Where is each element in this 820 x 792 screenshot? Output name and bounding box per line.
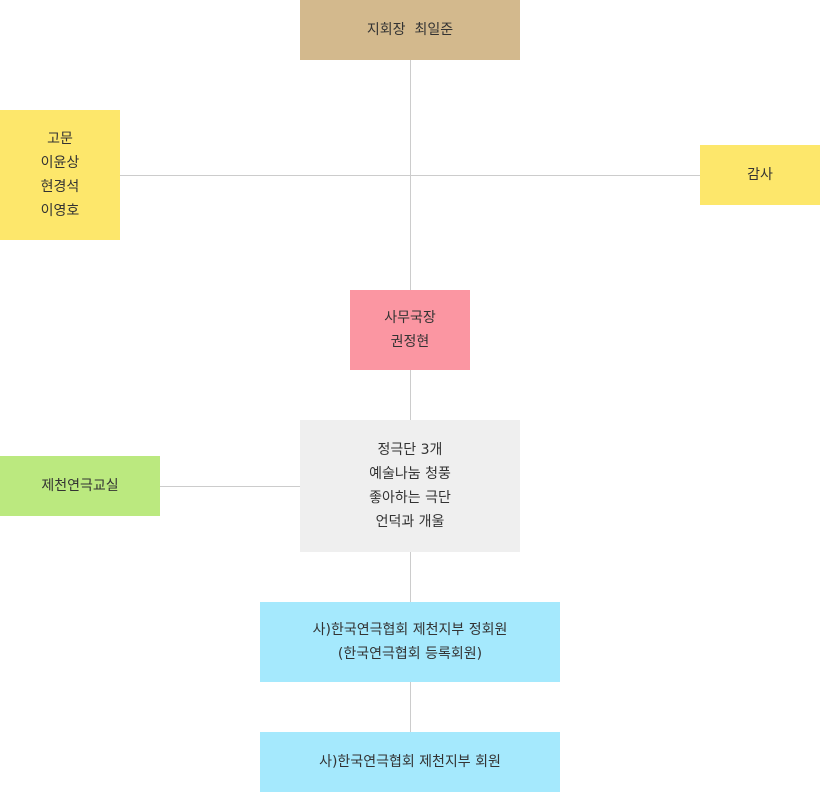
connector-class-troupes	[160, 486, 300, 487]
auditor-box: 감사	[700, 145, 820, 205]
theater-class-box: 제천연극교실	[0, 456, 160, 516]
secretary-name: 권정현	[390, 334, 430, 350]
connector-advisor-auditor	[120, 175, 700, 176]
regular-members-label: 사)한국연극협회 제천지부 정회원	[312, 622, 508, 638]
advisor-member-1: 이윤상	[40, 155, 80, 171]
troupes-count: 정극단 3개	[377, 442, 443, 458]
troupes-box: 정극단 3개 예술나눔 청풍 좋아하는 극단 언덕과 개울	[300, 420, 520, 552]
advisor-title: 고문	[47, 131, 73, 147]
secretary-general-box: 사무국장 권정현	[350, 290, 470, 370]
auditor-title: 감사	[747, 167, 773, 183]
president-box: 지회장 최일준	[300, 0, 520, 60]
president-name: 지회장 최일준	[366, 22, 454, 38]
regular-members-box: 사)한국연극협회 제천지부 정회원 (한국연극협회 등록회원)	[260, 602, 560, 682]
members-label: 사)한국연극협회 제천지부 회원	[319, 754, 501, 770]
troupe-1: 예술나눔 청풍	[369, 466, 451, 482]
advisor-member-2: 현경석	[40, 179, 80, 195]
advisor-member-3: 이영호	[40, 203, 80, 219]
members-box: 사)한국연극협회 제천지부 회원	[260, 732, 560, 792]
connector-main-vertical	[410, 60, 411, 732]
regular-members-note: (한국연극협회 등록회원)	[337, 646, 483, 662]
advisor-box: 고문 이윤상 현경석 이영호	[0, 110, 120, 240]
troupe-2: 좋아하는 극단	[369, 490, 451, 506]
troupe-3: 언덕과 개울	[375, 514, 445, 530]
theater-class-label: 제천연극교실	[41, 478, 119, 494]
secretary-title: 사무국장	[384, 310, 436, 326]
